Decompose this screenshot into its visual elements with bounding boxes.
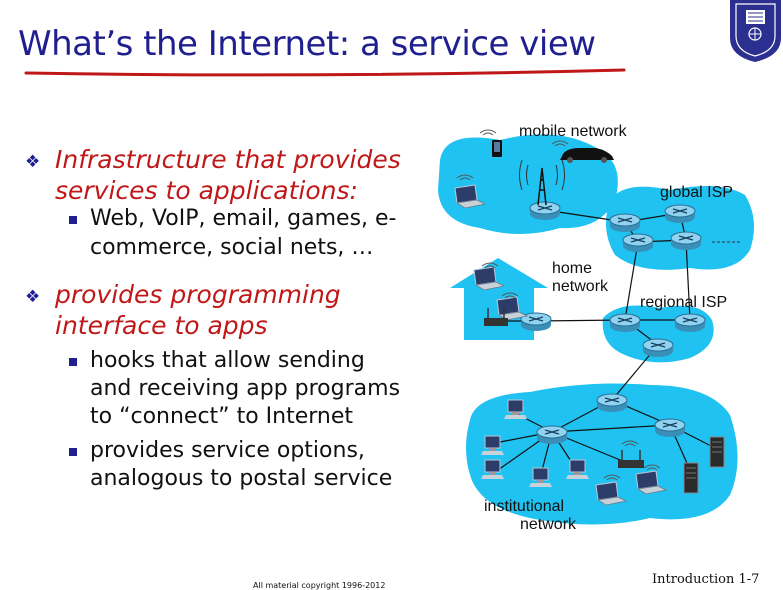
subbullet-2-1-line-1: hooks that allow sending <box>90 348 365 373</box>
label-institutional-network-2: network <box>520 516 577 533</box>
router-icon <box>609 213 641 233</box>
diamond-bullet-icon: ❖ <box>25 287 41 307</box>
bullet-1-line-1: Infrastructure that provides <box>55 145 401 174</box>
bullet-2-line-2: interface to apps <box>55 311 268 340</box>
university-seal-logo <box>730 0 781 62</box>
router-icon <box>654 418 686 438</box>
router-icon <box>622 233 654 253</box>
page-number: Introduction 1-7 <box>652 572 760 587</box>
square-bullet-icon <box>69 448 77 456</box>
bullet-1-line-2: services to applications: <box>55 176 358 205</box>
server-icon <box>709 436 725 468</box>
bullet-2-line-1: provides programming <box>55 280 341 309</box>
wireless-signal-icon <box>479 129 497 136</box>
slide-title: What’s the Internet: a service view <box>18 24 596 64</box>
subbullet-2-2-line-2: analogous to postal service <box>90 466 393 491</box>
subbullet-2-1-line-3: to “connect” to Internet <box>90 404 354 429</box>
subbullet-1-1-line-2: commerce, social nets, … <box>90 235 374 260</box>
label-home-network-1: home <box>552 260 592 277</box>
router-icon <box>529 201 561 221</box>
router-icon <box>642 338 674 358</box>
square-bullet-icon <box>69 358 77 366</box>
router-icon <box>674 313 706 333</box>
diamond-bullet-icon: ❖ <box>25 152 41 172</box>
router-icon <box>664 204 696 224</box>
server-icon <box>683 462 699 494</box>
smartphone-icon <box>492 140 502 157</box>
car-icon <box>560 148 614 163</box>
router-icon <box>670 231 702 251</box>
wifi-router-icon <box>618 450 644 468</box>
label-home-network-2: network <box>552 278 609 295</box>
label-mobile-network: mobile network <box>519 123 628 140</box>
label-regional-isp: regional ISP <box>640 294 727 311</box>
subbullet-2-1-line-2: and receiving app programs <box>90 376 401 401</box>
label-institutional-network-1: institutional <box>484 498 564 515</box>
title-underline <box>24 68 626 77</box>
cell-tower-icon <box>519 159 565 206</box>
label-global-isp: global ISP <box>660 184 733 201</box>
subbullet-2-2-line-1: provides service options, <box>90 438 365 463</box>
wifi-router-icon <box>484 308 508 326</box>
copyright-footer: All material copyright 1996-2012 <box>253 581 386 590</box>
router-icon <box>536 425 568 445</box>
router-icon <box>596 393 628 413</box>
square-bullet-icon <box>69 216 77 224</box>
subbullet-1-1-line-1: Web, VoIP, email, games, e- <box>90 206 397 231</box>
router-icon <box>609 313 641 333</box>
